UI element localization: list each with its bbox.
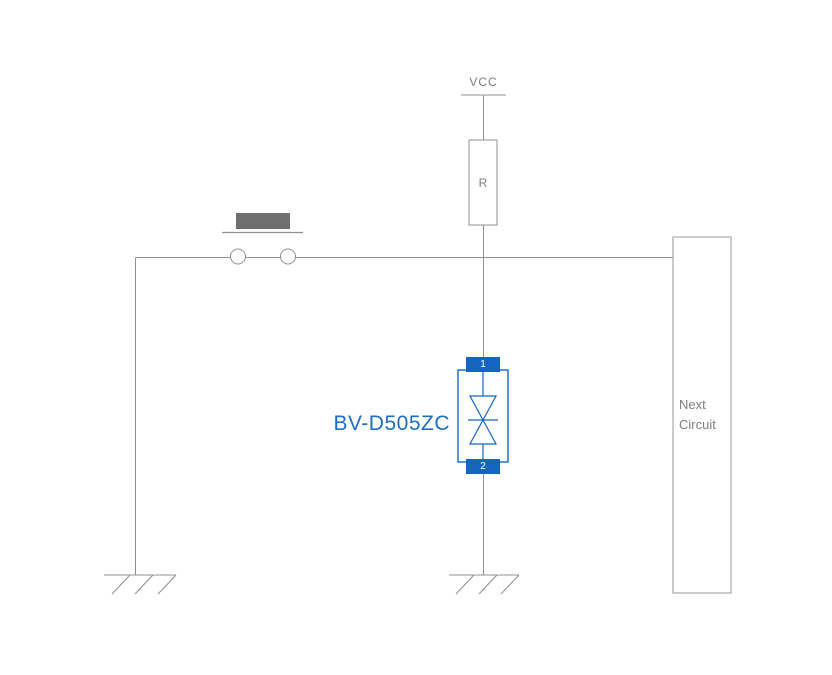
next-circuit-label: Next Circuit	[679, 396, 716, 432]
switch-terminal-right	[280, 248, 296, 265]
vcc-label: VCC	[469, 75, 498, 89]
resistor-label: R	[478, 176, 488, 190]
next-circuit-box	[672, 236, 732, 594]
tvs-diode-symbol	[457, 357, 509, 474]
tvs-pin2-label: 2	[480, 461, 486, 472]
switch-terminal-left	[230, 248, 246, 265]
tvs-pin2-tab	[466, 459, 500, 474]
wires	[135, 94, 673, 575]
tvs-diode-glyph	[468, 372, 498, 459]
resistor-symbol	[468, 139, 498, 226]
switch-symbol	[222, 213, 303, 265]
component-part-number: BV-D505ZC	[333, 412, 450, 435]
ground-symbol-center	[449, 574, 520, 595]
tvs-pin1-tab	[466, 357, 500, 372]
ground-symbol-left	[104, 574, 177, 595]
switch-button-cap	[236, 213, 290, 229]
tvs-pin1-label: 1	[480, 359, 486, 370]
